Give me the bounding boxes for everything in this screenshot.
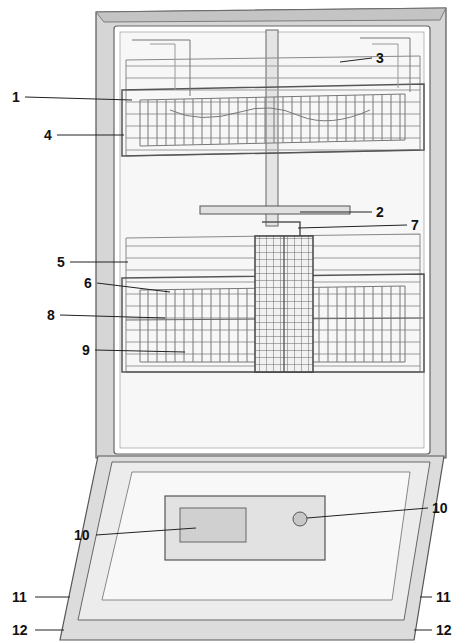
callout-number: 2 xyxy=(376,205,384,219)
callout-number: 10 xyxy=(432,501,448,515)
callout-number: 12 xyxy=(436,623,452,637)
callout-number: 11 xyxy=(436,590,451,604)
callout-number: 5 xyxy=(57,255,65,269)
callout-number: 9 xyxy=(82,343,90,357)
callout-number: 11 xyxy=(12,590,27,604)
callout-number: 10 xyxy=(74,528,90,542)
callout-number: 7 xyxy=(411,218,419,232)
callout-number: 8 xyxy=(47,308,55,322)
callout-number: 3 xyxy=(376,51,384,65)
callout-number: 12 xyxy=(12,623,28,637)
callout-number: 1 xyxy=(12,90,20,104)
leader-lines xyxy=(25,58,432,630)
callout-number: 6 xyxy=(84,276,92,290)
callout-number: 4 xyxy=(44,128,52,142)
